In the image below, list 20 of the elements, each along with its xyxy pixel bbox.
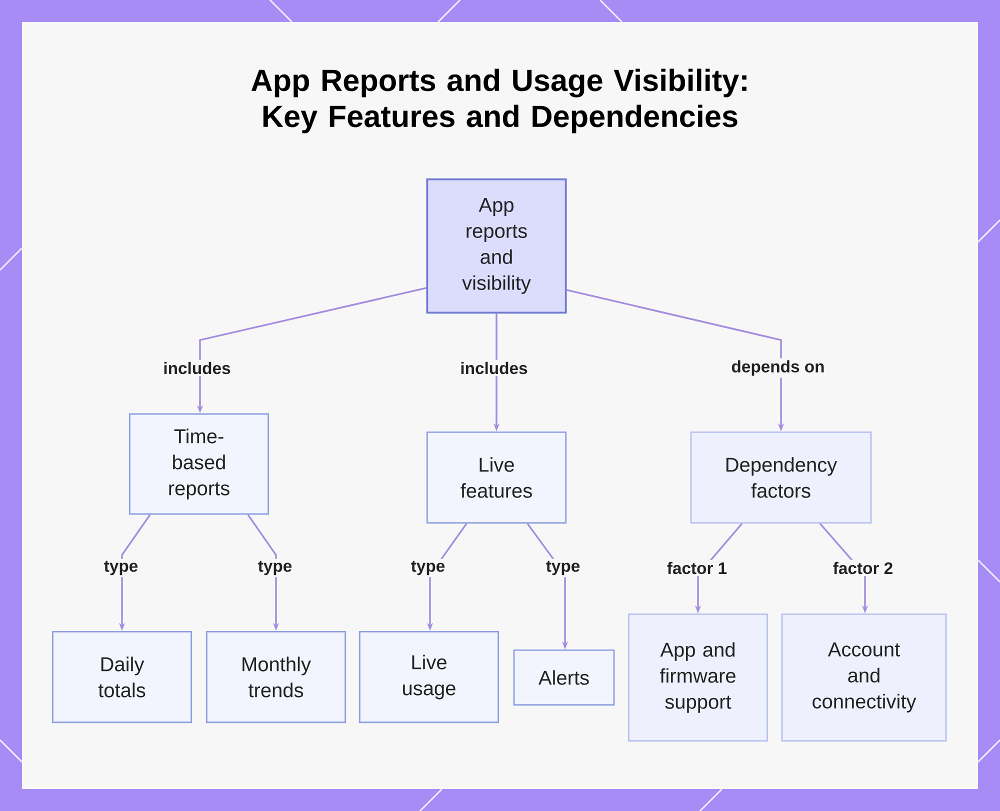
concept-box: Monthly trends <box>206 630 346 724</box>
edge-label: includes <box>458 360 530 376</box>
concept-box: App reports and visibility <box>426 178 567 314</box>
edge-label: factor 1 <box>664 560 730 576</box>
edge-label: factor 2 <box>830 560 896 576</box>
edge-label: type <box>408 558 448 578</box>
concept-box: App and firmware support <box>628 613 768 742</box>
concept-box: Time-based reports <box>128 413 270 515</box>
concept-box: Live features <box>426 431 567 524</box>
edge-label: type <box>544 558 582 578</box>
edge-label: includes <box>161 360 233 376</box>
concept-box: Daily totals <box>52 630 192 724</box>
concept-box: Alerts <box>513 649 615 706</box>
edge-label: depends on <box>729 358 827 378</box>
edge-label: type <box>256 558 294 578</box>
concept-box: Account and connectivity <box>781 613 947 742</box>
concept-box: Live usage <box>358 630 500 724</box>
edge-label: type <box>102 558 140 578</box>
title: App Reports and Usage Visibility: Key Features and Dependencies <box>251 68 746 134</box>
concept-box: Dependency factors <box>690 431 872 524</box>
